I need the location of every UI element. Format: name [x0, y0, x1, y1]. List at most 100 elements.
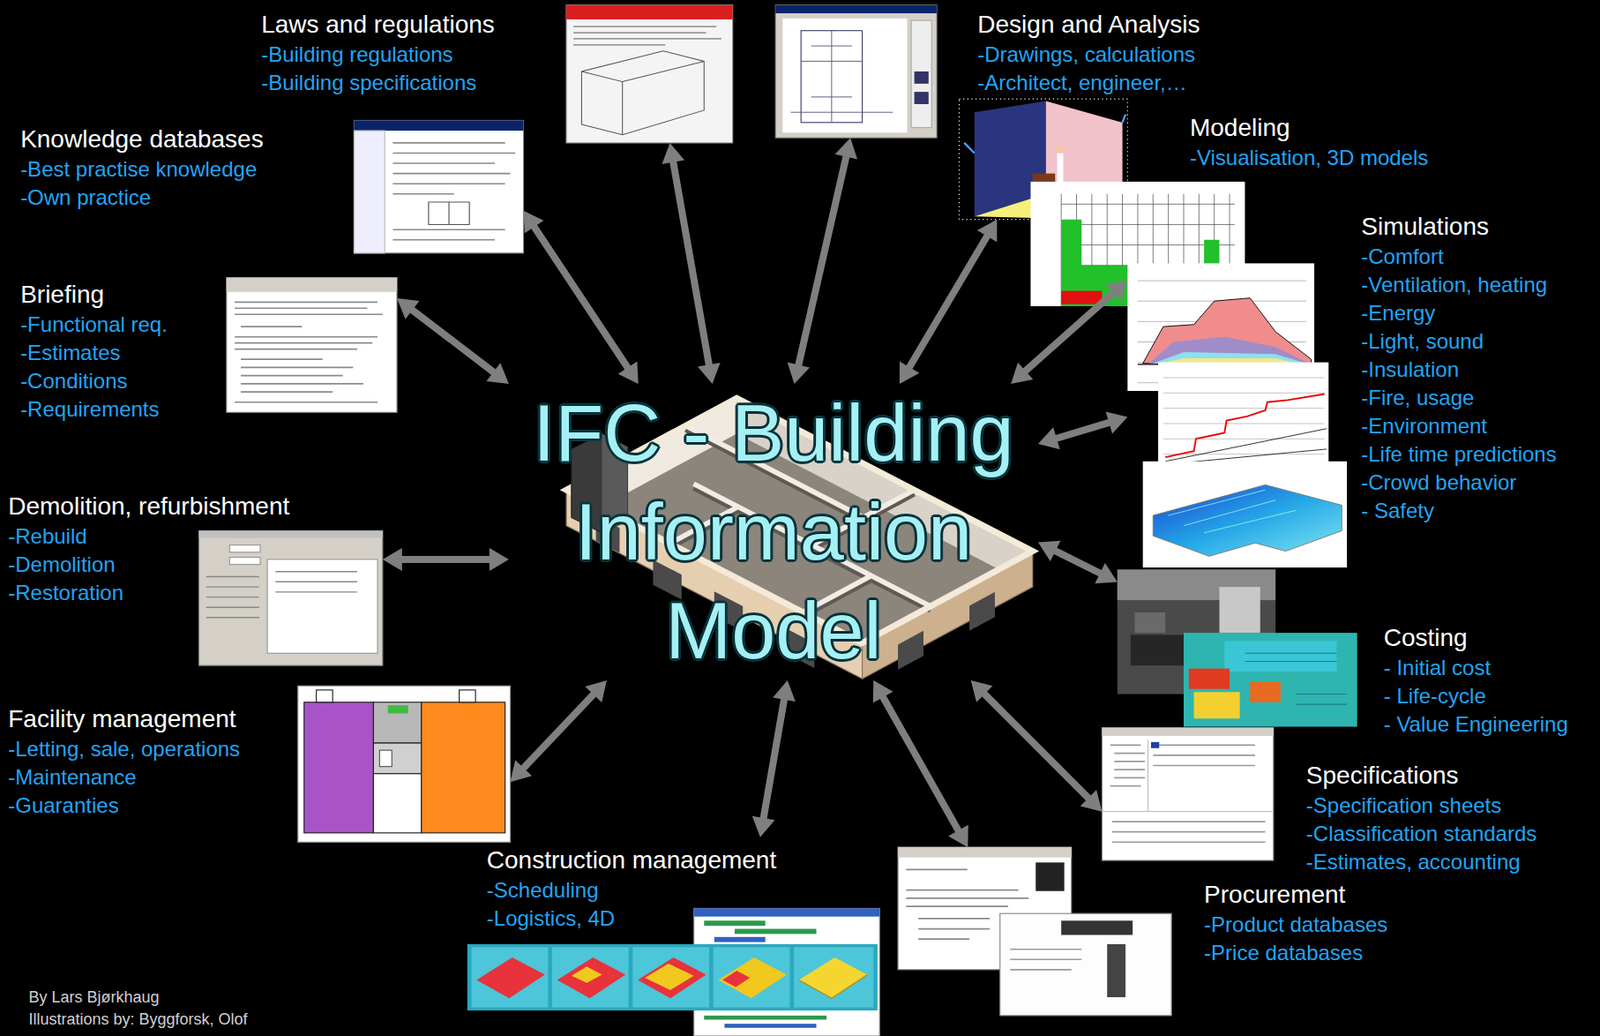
arrow-shaft — [521, 691, 597, 771]
double-arrow — [509, 680, 607, 782]
double-arrow — [523, 210, 639, 384]
arrow-shaft — [762, 695, 786, 822]
list-item: -Light, sound — [1360, 327, 1556, 356]
arrow-head — [1038, 426, 1061, 449]
arrow-shaft — [397, 555, 494, 563]
arrow-head — [873, 680, 894, 703]
screenshot-thumbnail — [1101, 727, 1273, 860]
arrow-head — [1106, 411, 1129, 434]
category-node: Knowledge databases-Best practise knowle… — [13, 116, 524, 254]
list-item: -Estimates — [20, 338, 168, 367]
list-item: -Comfort — [1360, 242, 1556, 271]
arrow-head — [509, 759, 532, 782]
category-node: Specifications-Specification sheets-Clas… — [1101, 727, 1544, 883]
double-arrow — [752, 680, 796, 838]
hub-title: IFC - Building Information Model — [508, 383, 1039, 681]
hub-node: IFC - Building Information Model — [508, 383, 1039, 681]
category-node: Costing- Initial cost- Life-cycle- Value… — [1117, 569, 1576, 746]
arrow-shaft — [1052, 548, 1104, 575]
category-node: Modeling-Visualisation, 3D models — [958, 98, 1436, 220]
arrow-head — [662, 142, 686, 165]
screenshot-thumbnail — [775, 5, 937, 138]
list-item: -Restoration — [7, 578, 290, 607]
arrow-head — [486, 362, 509, 384]
list-item: -Drawings, calculations — [977, 40, 1200, 69]
arrow-head — [1010, 362, 1033, 384]
list-item: -Crowd behavior — [1360, 468, 1556, 497]
node-heading: Briefing — [20, 278, 168, 311]
list-item: -Energy — [1360, 299, 1556, 328]
list-item: -Demolition — [7, 550, 290, 579]
list-item: -Insulation — [1360, 355, 1556, 384]
node-heading: Costing — [1383, 621, 1569, 654]
arrow-shaft — [531, 223, 630, 371]
list-item: - Safety — [1360, 496, 1556, 525]
list-item: -Functional req. — [20, 310, 168, 339]
list-item: -Specification sheets — [1306, 791, 1537, 820]
node-heading: Facility management — [7, 702, 240, 735]
arrow-head — [835, 137, 858, 159]
double-arrow — [396, 298, 509, 384]
arrow-shaft — [409, 307, 497, 375]
double-arrow — [899, 219, 997, 384]
list-item: -Own practice — [20, 183, 264, 212]
arrow-shaft — [907, 232, 990, 371]
arrow-head — [899, 360, 920, 384]
double-arrow — [1038, 540, 1118, 584]
arrow-head — [396, 298, 419, 320]
arrow-shaft — [672, 157, 711, 368]
arrow-head — [1038, 540, 1062, 561]
list-item: -Ventilation, heating — [1360, 270, 1556, 300]
4d-sequence-strip — [467, 943, 878, 1010]
arrow-head — [1094, 562, 1118, 584]
list-item: -Visualisation, 3D models — [1189, 143, 1429, 172]
screenshot-thumbnail — [353, 119, 524, 253]
arrow-head — [584, 680, 607, 703]
list-item: - Initial cost — [1383, 653, 1569, 682]
list-item: -Logistics, 4D — [486, 904, 777, 933]
arrow-head — [382, 547, 403, 571]
list-item: -Fire, usage — [1360, 383, 1556, 412]
chart-thumbnail — [1158, 362, 1329, 472]
screenshot-thumbnail — [566, 5, 733, 143]
category-node: Construction management-Scheduling-Logis… — [467, 837, 880, 1036]
screenshot-thumbnail — [199, 530, 383, 666]
node-heading: Simulations — [1360, 210, 1556, 243]
schedule-thumbnail — [694, 907, 881, 1036]
arrow-head — [948, 824, 969, 848]
arrow-head — [971, 680, 994, 703]
double-arrow — [382, 547, 509, 571]
arrow-head — [752, 815, 776, 838]
list-item: -Best practise knowledge — [20, 155, 264, 184]
list-item: -Rebuild — [7, 522, 290, 551]
list-item: -Product databases — [1203, 910, 1388, 939]
list-item: -Classification standards — [1306, 819, 1537, 848]
list-item: -Guaranties — [7, 791, 240, 820]
double-arrow — [873, 680, 969, 847]
category-node: Facility management-Letting, sale, opera… — [0, 685, 510, 842]
list-item: -Conditions — [20, 366, 168, 396]
simulation-thumbnail — [1183, 632, 1358, 726]
credit-note: Illustrations by: Byggforsk, Olof — [28, 1009, 247, 1029]
node-heading: Laws and regulations — [261, 8, 495, 41]
category-node: Design and Analysis-Drawings, calculatio… — [775, 1, 1207, 138]
arrow-head — [1080, 789, 1103, 812]
arrow-head — [787, 362, 810, 384]
simulation-thumbnail — [1143, 461, 1347, 568]
arrow-shaft — [1022, 290, 1116, 374]
floor-plan-thumbnail — [298, 685, 511, 842]
node-heading: Knowledge databases — [20, 123, 264, 156]
double-arrow — [662, 142, 721, 384]
arrow-head — [772, 680, 796, 702]
arrow-head — [977, 219, 997, 243]
node-heading: Construction management — [486, 844, 777, 876]
node-heading: Design and Analysis — [977, 8, 1200, 41]
double-arrow — [1038, 411, 1129, 450]
list-item: - Life-cycle — [1383, 681, 1569, 711]
node-heading: Modeling — [1189, 112, 1429, 144]
double-arrow — [787, 137, 858, 384]
arrow-head — [697, 362, 721, 384]
category-node: Demolition, refurbishment-Rebuild-Demoli… — [0, 483, 383, 666]
category-node: Simulations-Comfort-Ventilation, heating… — [1127, 203, 1563, 568]
arrow-shaft — [1053, 421, 1114, 440]
